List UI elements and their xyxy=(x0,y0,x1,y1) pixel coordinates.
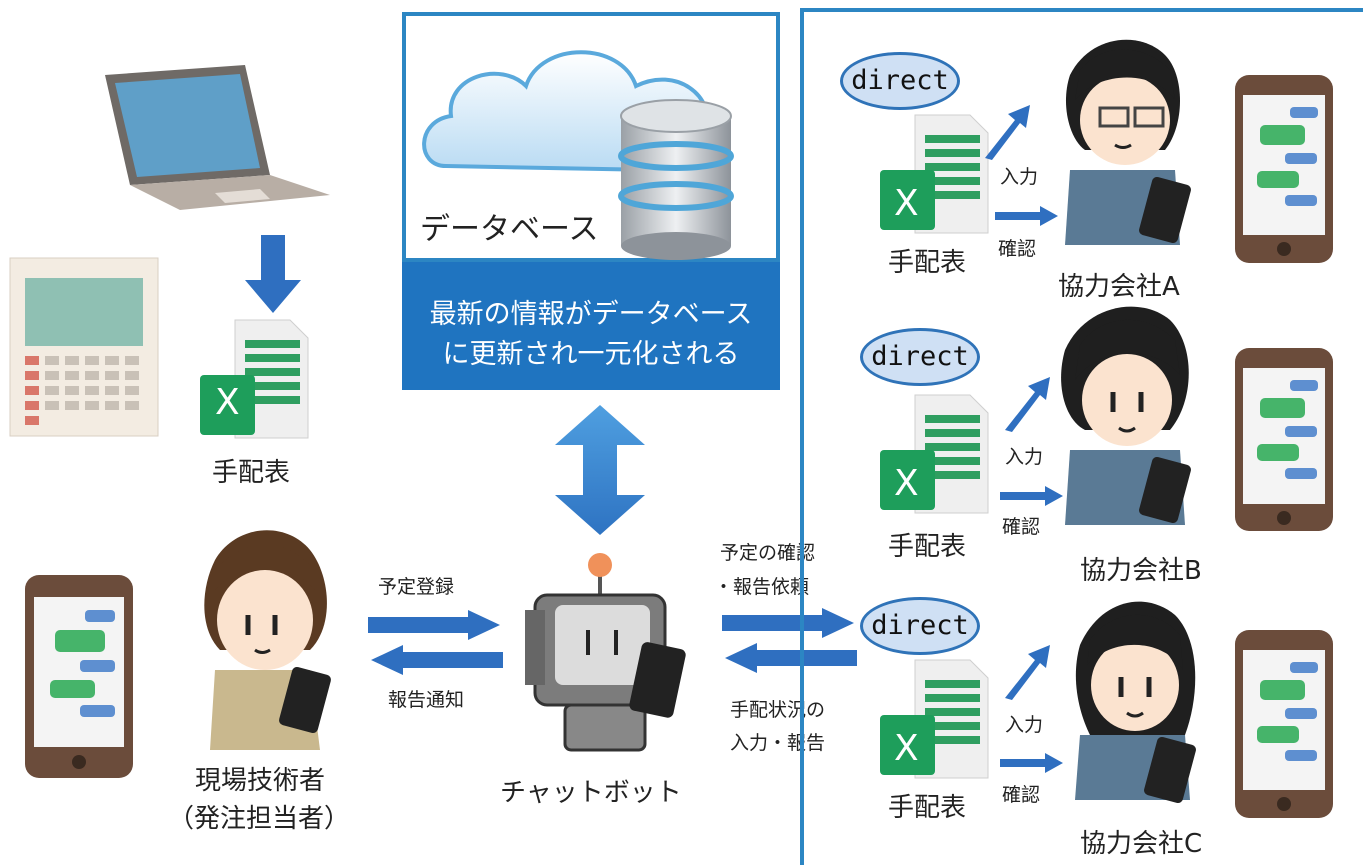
database-caption: 最新の情報がデータベース に更新され一元化される xyxy=(402,262,780,390)
caption-line-2: に更新され一元化される xyxy=(442,339,740,370)
smartphone-icon xyxy=(1235,75,1333,263)
smartphone-icon xyxy=(1235,630,1333,818)
sheet-label-left: 手配表 xyxy=(212,458,291,488)
engineer-label-2: （発注担当者） xyxy=(168,804,351,834)
database-panel: データベース xyxy=(402,12,780,262)
engineer-avatar xyxy=(204,530,331,750)
left-arrow-icon xyxy=(725,643,857,673)
right-arrow-icon xyxy=(1000,753,1063,773)
smartphone-icon xyxy=(1235,348,1333,531)
confirm-label-1: 予定の確認 xyxy=(720,542,816,564)
partner-row-c: direct X 入力 確認 手配表 協力会社C xyxy=(830,585,1350,865)
spreadsheet-icon: X xyxy=(880,394,989,514)
sheet-label: 手配表 xyxy=(888,532,967,562)
svg-text:X: X xyxy=(894,183,919,224)
cloud-database-icon xyxy=(422,50,734,260)
partner-name: 協力会社C xyxy=(1080,829,1203,859)
up-arrow-icon xyxy=(985,105,1030,160)
partner-row-a: direct X 入力 確認 手配表 協力会社A xyxy=(830,20,1350,302)
excel-sheet-left: X xyxy=(200,319,310,440)
direct-app-bubble: direct xyxy=(840,52,960,110)
confirm-label-2: ・報告依頼 xyxy=(714,576,810,598)
right-arrow-icon xyxy=(368,610,500,640)
input-label: 入力 xyxy=(1000,166,1039,188)
direct-app-bubble: direct xyxy=(860,597,980,655)
laptop-icon xyxy=(105,65,330,210)
down-arrow-icon xyxy=(245,235,301,313)
worker-avatar xyxy=(1065,39,1191,245)
chatbot-label: チャットボット xyxy=(500,778,682,808)
svg-text:X: X xyxy=(894,728,919,769)
partner-name: 協力会社B xyxy=(1080,556,1202,586)
input-label: 入力 xyxy=(1005,714,1044,736)
chatbot-robot-icon xyxy=(525,553,686,752)
check-label: 確認 xyxy=(1002,516,1041,538)
check-label: 確認 xyxy=(998,238,1037,260)
engineer-label-1: 現場技術者 xyxy=(195,766,326,796)
sheet-label: 手配表 xyxy=(888,793,967,823)
register-label: 予定登録 xyxy=(378,576,455,598)
excel-x-glyph: X xyxy=(215,382,240,423)
partner-name: 協力会社A xyxy=(1058,272,1180,302)
database-cylinder-icon xyxy=(618,99,734,260)
partners-panel xyxy=(800,8,1363,865)
worker-avatar xyxy=(1075,601,1196,804)
sync-double-arrow-icon xyxy=(555,405,645,535)
spreadsheet-icon: X xyxy=(880,114,989,234)
direct-app-bubble: direct xyxy=(860,328,980,386)
database-label: データベース xyxy=(420,212,599,247)
partner-row-b: direct X 入力 確認 手配表 協力会社B xyxy=(830,300,1350,586)
up-arrow-icon xyxy=(1005,377,1050,432)
caption-line-1: 最新の情報がデータベース xyxy=(429,299,753,330)
up-arrow-icon xyxy=(1005,645,1050,700)
spreadsheet-icon: X xyxy=(880,659,989,779)
right-arrow-icon xyxy=(722,608,854,638)
sheet-label: 手配表 xyxy=(888,248,967,278)
svg-text:X: X xyxy=(894,463,919,504)
check-label: 確認 xyxy=(1002,784,1041,806)
left-arrow-icon xyxy=(371,645,503,675)
worker-avatar xyxy=(1061,306,1191,525)
input-label: 入力 xyxy=(1005,446,1044,468)
calendar-icon xyxy=(9,257,159,437)
spreadsheet-icon xyxy=(200,319,309,439)
right-arrow-icon xyxy=(1000,486,1063,506)
smartphone-icon xyxy=(25,575,133,778)
right-arrow-icon xyxy=(995,206,1058,226)
notify-label: 報告通知 xyxy=(388,689,465,711)
